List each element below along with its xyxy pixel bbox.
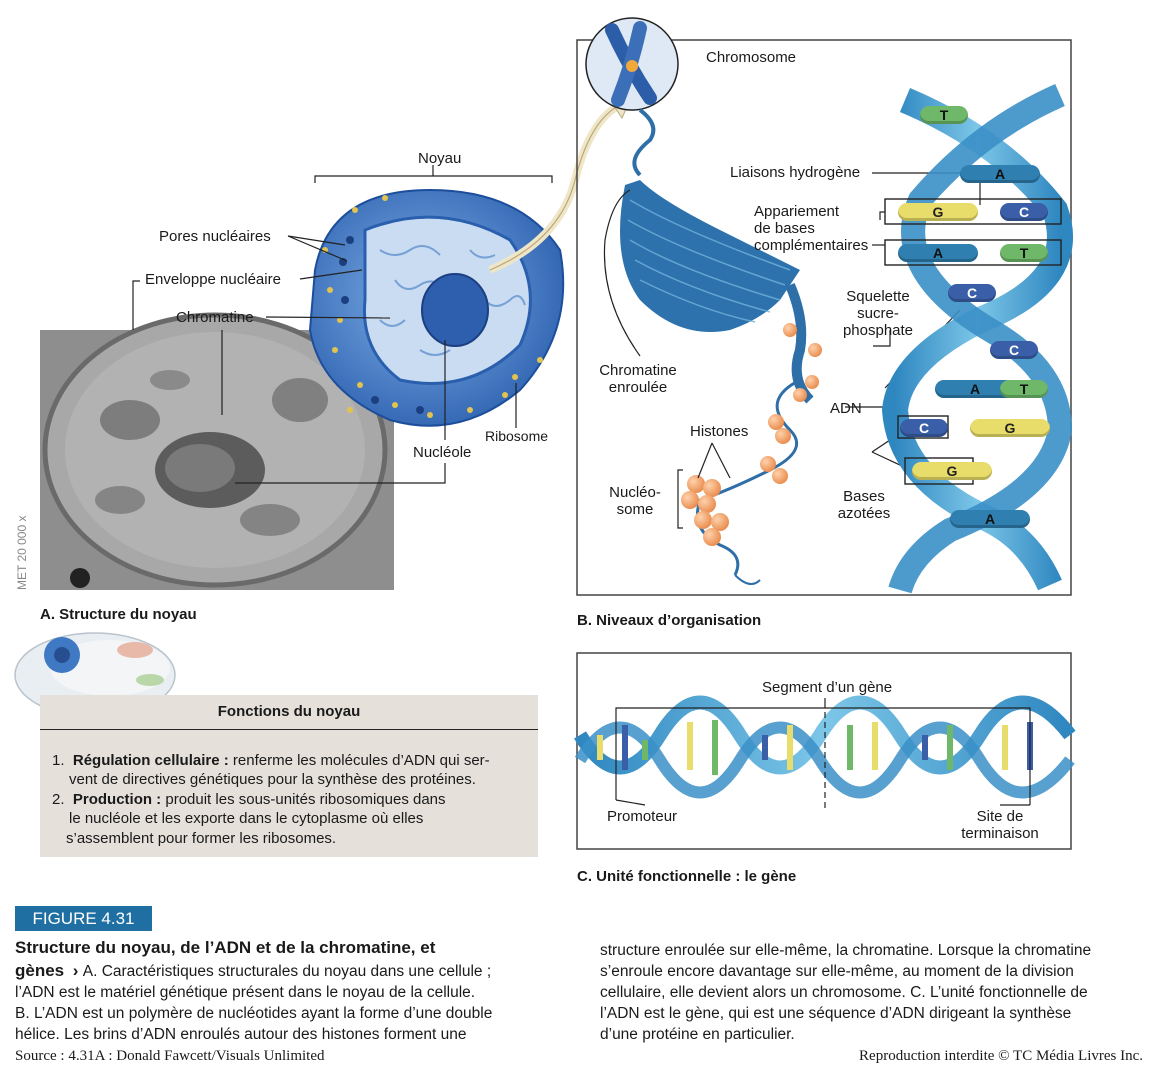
label-chromatine: Chromatine: [176, 309, 254, 326]
label-enveloppe-nucleaire: Enveloppe nucléaire: [145, 271, 281, 288]
micrograph-scale: MET 20 000 x: [15, 515, 29, 590]
figure-text-col2-line-1: structure enroulée sur elle-même, la chr…: [600, 942, 1092, 959]
base-A: A: [935, 380, 1015, 398]
function-item-1-line-2: vent de directives génétiques pour la sy…: [69, 771, 476, 788]
base-G: G: [898, 203, 978, 221]
caption-panel-c: C. Unité fonctionnelle : le gène: [577, 868, 797, 885]
label-segment-gene: Segment d’un gène: [762, 679, 893, 696]
label-histones: Histones: [690, 423, 749, 440]
figure-text-col2-line-5: d’une protéine en particulier.: [600, 1026, 795, 1043]
figure-tag: FIGURE 4.31: [15, 906, 152, 931]
figure-title-line-1: Structure du noyau, de l’ADN et de la ch…: [15, 938, 436, 957]
panel-c-leaders: [615, 698, 1031, 808]
label-bases-azotees: Bases azotées: [837, 488, 891, 522]
label-nucleole: Nucléole: [413, 444, 472, 461]
panel-b-frame: [576, 39, 1072, 596]
label-noyau: Noyau: [418, 150, 462, 167]
nucleosome-fiber: [681, 323, 822, 585]
caption-panel-a: A. Structure du noyau: [40, 606, 197, 623]
label-liaisons-hydrogene: Liaisons hydrogène: [730, 164, 861, 181]
label-pores-nucleaires: Pores nucléaires: [159, 228, 271, 245]
label-chromatine-enroulee: Chromatine enroulée: [599, 362, 677, 396]
base-A: A: [898, 244, 978, 262]
figure-title-line-2: gènes › A. Caractéristiques structurales…: [15, 961, 492, 980]
rights-notice: Reproduction interdite © TC Média Livres…: [859, 1048, 1143, 1064]
figure-text-col1-line-2: l’ADN est le matériel génétique présent …: [15, 984, 476, 1001]
figure-text-col1-line-4: hélice. Les brins d’ADN enroulés autour …: [15, 1026, 467, 1043]
figure-text-col2-line-4: l’ADN est le gène, qui est une séquence …: [600, 1005, 1072, 1022]
base-C: C: [990, 341, 1038, 359]
label-squelette: Squelette sucre- phosphate: [842, 288, 914, 339]
label-nucleosome: Nucléo- some: [609, 484, 661, 518]
function-item-2-line-2: le nucléole et les exporte dans le cytop…: [69, 810, 424, 827]
figure-text-col2-line-3: cellulaire, elle devient alors un chromo…: [600, 984, 1088, 1001]
base-T: T: [1000, 380, 1048, 398]
label-promoteur: Promoteur: [607, 808, 678, 825]
base-C: C: [900, 419, 948, 437]
base-T: T: [920, 106, 968, 124]
base-G: G: [912, 462, 992, 480]
gene-helix: [574, 695, 1076, 799]
label-site-terminaison: Site de terminaison: [961, 808, 1039, 842]
base-A: A: [960, 165, 1040, 183]
caption-panel-b: B. Niveaux d’organisation: [577, 612, 762, 629]
function-item-1: 1. Régulation cellulaire : renferme les …: [52, 752, 490, 769]
base-A: A: [950, 510, 1030, 528]
base-T: T: [1000, 244, 1048, 262]
label-ribosome: Ribosome: [485, 428, 549, 444]
panel-a-leaders: [132, 165, 553, 484]
function-item-2-line-3: s’assemblent pour former les ribosomes.: [66, 830, 337, 847]
label-adn: ADN: [830, 400, 862, 417]
label-appariement: Appariement de bases complémentaires: [754, 203, 869, 254]
figure-text-col2-line-2: s’enroule encore davantage sur elle-même…: [600, 963, 1074, 980]
source-credit: Source : 4.31A : Donald Fawcett/Visuals …: [15, 1048, 325, 1064]
label-chromosome: Chromosome: [706, 49, 797, 66]
base-G: G: [970, 419, 1050, 437]
base-C: C: [948, 284, 996, 302]
functions-title: Fonctions du noyau: [40, 695, 538, 730]
nucleus-illustration: [308, 188, 565, 427]
base-C: C: [1000, 203, 1048, 221]
function-item-2: 2. Production : produit les sous-unités …: [52, 791, 446, 808]
figure-text-col1-line-3: B. L’ADN est un polymère de nucléotides …: [15, 1005, 493, 1022]
chromatin-coil: [620, 108, 814, 404]
panel-c-frame: [576, 652, 1072, 850]
chromosome-illustration: [585, 17, 679, 111]
